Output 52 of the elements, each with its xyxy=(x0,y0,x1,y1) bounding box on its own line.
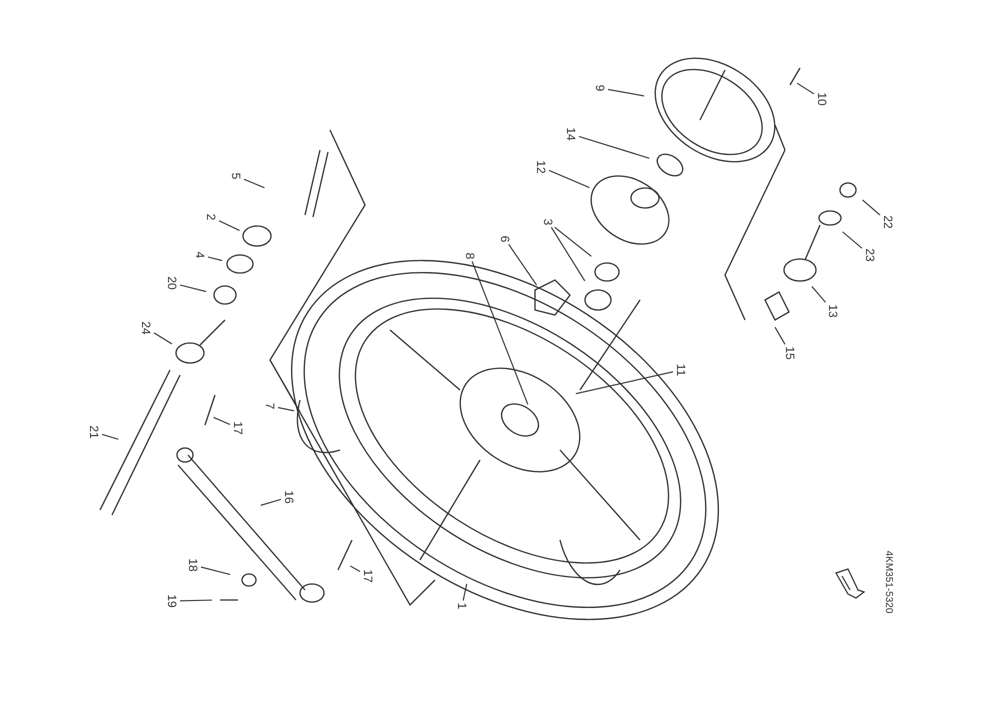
callout-number: 17 xyxy=(232,421,244,435)
callout-number: 19 xyxy=(166,594,178,608)
leader-line xyxy=(508,244,538,286)
callout-number: 20 xyxy=(166,276,178,290)
callout-number: 21 xyxy=(88,425,100,439)
callout-number: 6 xyxy=(499,236,511,242)
callout-number: 22 xyxy=(882,215,894,229)
leader-line xyxy=(350,565,360,572)
leader-line xyxy=(774,326,786,345)
leader-line xyxy=(578,136,650,159)
leader-line xyxy=(796,82,814,94)
drawing-code: 4KM351-5320 xyxy=(882,550,894,614)
leader-line xyxy=(260,498,282,506)
leader-line xyxy=(842,231,862,249)
leader-line xyxy=(208,256,222,262)
callout-number: 3 xyxy=(542,218,554,226)
callout-number: 12 xyxy=(535,160,547,174)
leader-line xyxy=(472,261,528,405)
callout-number: 7 xyxy=(264,402,276,410)
callout-number: 4 xyxy=(194,252,206,258)
leader-line xyxy=(608,88,644,96)
callout-number: 15 xyxy=(784,346,796,360)
callout-number: 2 xyxy=(205,214,217,220)
callout-number: 10 xyxy=(816,92,828,106)
leader-line xyxy=(218,220,240,231)
leader-line xyxy=(244,178,265,188)
callout-number: 17 xyxy=(362,569,374,583)
leader-line xyxy=(180,600,212,602)
leader-line xyxy=(102,434,118,440)
callout-number: 8 xyxy=(464,252,476,260)
callout-number: 11 xyxy=(675,364,687,376)
callout-number: 5 xyxy=(230,172,242,180)
callout-number: 23 xyxy=(864,248,876,262)
leader-line xyxy=(862,200,880,216)
callout-number: 9 xyxy=(594,84,606,92)
callout-number: 14 xyxy=(565,127,577,141)
leader-line xyxy=(180,284,206,292)
callout-number: 1 xyxy=(456,602,468,610)
leader-line xyxy=(812,286,826,303)
callout-number: 24 xyxy=(140,321,152,335)
leader-line xyxy=(550,227,586,282)
leader-line xyxy=(278,407,294,412)
leader-line xyxy=(154,332,172,344)
callout-number: 13 xyxy=(827,304,839,318)
leader-line xyxy=(548,170,590,188)
leader-line xyxy=(213,416,230,426)
leader-line xyxy=(554,226,592,257)
callout-number: 18 xyxy=(187,558,199,572)
callout-number: 16 xyxy=(283,490,295,504)
leader-line xyxy=(462,584,468,601)
leader-line xyxy=(576,371,674,394)
leader-line xyxy=(200,566,230,576)
